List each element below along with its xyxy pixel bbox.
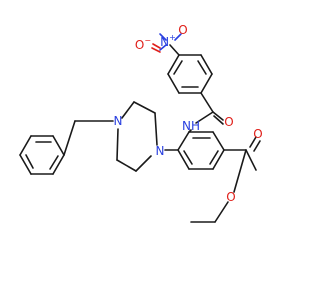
ester-oxygen-single-label: O [226, 190, 235, 204]
bond [63, 120, 76, 156]
bond [177, 131, 190, 151]
aromatic-inner-bond [49, 155, 59, 170]
bond [200, 73, 213, 94]
piperazine-ring [63, 101, 158, 172]
atom-labels: O− N+ O NH O N N O O [114, 23, 263, 204]
amide-oxygen-label: O [224, 115, 233, 129]
ethyl-ester-group [190, 136, 261, 223]
bond [213, 115, 224, 125]
bond [116, 128, 119, 161]
bond [19, 135, 32, 156]
bond [151, 47, 161, 53]
benzyl-phenyl-ring [19, 135, 65, 175]
piperazine-nitrogen-top-label: N [114, 114, 123, 128]
bond [188, 129, 192, 133]
bond [116, 159, 137, 172]
nitrobenzoyl-ring [167, 54, 213, 94]
bond [177, 149, 190, 170]
bond [52, 135, 65, 156]
bond [152, 43, 161, 49]
bond [121, 101, 135, 119]
aromatic-inner-bond [209, 150, 219, 165]
nitro-nitrogen-plus-label: N+ [160, 33, 176, 50]
bond [52, 154, 65, 175]
bond [212, 111, 224, 121]
aromatic-inner-bond [183, 150, 193, 165]
bond [159, 44, 167, 51]
molecule-structure-diagram: O− N+ O NH O N N O O [19, 23, 263, 223]
aromatic-inner-bond [25, 154, 34, 169]
nitro-oxygen-double-label: O [178, 23, 187, 37]
bond [159, 33, 167, 41]
nitro-oxygen-minus-label: O− [135, 36, 151, 53]
aromatic-inner-bond [173, 60, 183, 75]
bond [195, 111, 214, 124]
bond [167, 54, 180, 75]
bond [212, 131, 225, 151]
bond [200, 54, 213, 75]
amide-linkage [188, 92, 224, 133]
bond [167, 73, 180, 94]
bond [133, 101, 156, 114]
bond [214, 201, 229, 223]
bond [19, 154, 32, 175]
central-benzene-ring [164, 131, 225, 170]
bond [154, 112, 158, 146]
bond [245, 149, 257, 171]
ester-oxygen-double-label: O [253, 127, 262, 141]
bond [233, 149, 247, 193]
bond [200, 92, 214, 113]
bond [253, 140, 261, 152]
bond [249, 136, 257, 148]
bond [135, 155, 152, 172]
nitro-group [151, 33, 182, 56]
bond [212, 149, 225, 170]
amide-nitrogen-label: NH [182, 119, 200, 133]
bond [174, 33, 182, 41]
piperazine-nitrogen-bottom-label: N [156, 144, 165, 158]
bond [169, 44, 180, 56]
aromatic-inner-bond [197, 60, 207, 75]
